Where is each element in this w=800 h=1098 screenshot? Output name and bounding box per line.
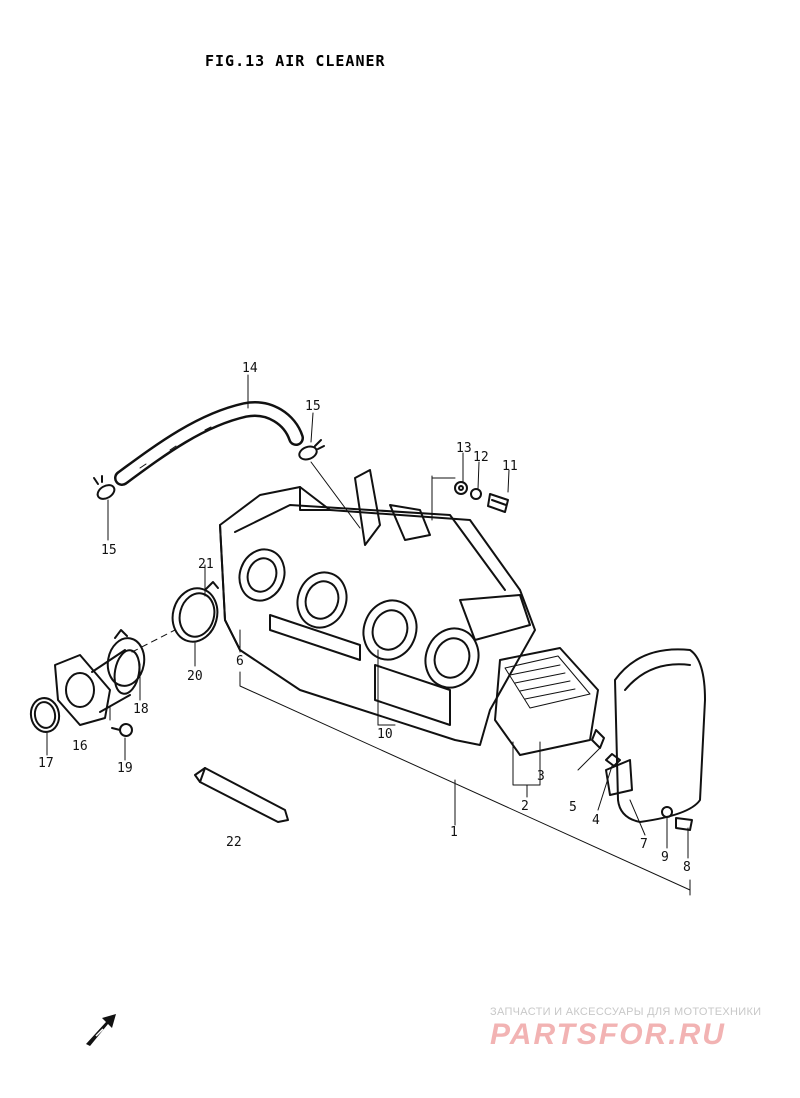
- callout-9: 9: [661, 850, 669, 865]
- callout-3: 3: [537, 769, 545, 784]
- callout-12: 12: [473, 450, 489, 465]
- screw-5: [591, 729, 605, 749]
- figure-title: FIG.13 AIR CLEANER: [205, 52, 386, 70]
- intake-rubber-4: [424, 627, 480, 689]
- callout-labels: 14 15 15 13 12 11 21 20 6 18 16 17 19 10…: [38, 361, 691, 875]
- callout-11: 11: [502, 459, 518, 474]
- watermark-brand: PARTSFOR.RU: [490, 1018, 726, 1051]
- clamp-20: [171, 581, 219, 643]
- clip-4: [605, 753, 621, 767]
- breather-hose: [114, 401, 304, 486]
- intake-pipe-16: [54, 649, 141, 726]
- callout-13: 13: [456, 441, 472, 456]
- callout-10: 10: [377, 727, 393, 742]
- washer-9: [661, 806, 673, 818]
- o-ring-17: [29, 697, 61, 733]
- callout-19: 19: [117, 761, 133, 776]
- intake-rubber-2: [296, 571, 348, 629]
- filter-element: [494, 647, 599, 756]
- callout-4: 4: [592, 813, 600, 828]
- washer-12: [470, 488, 482, 500]
- callout-2: 2: [521, 799, 529, 814]
- intake-rubber-3: [362, 599, 418, 661]
- bolt-8: [675, 817, 693, 831]
- hose-clamp-left: [93, 475, 116, 500]
- strap-22: [194, 767, 289, 823]
- callout-22: 22: [226, 835, 242, 850]
- hose-clamp-right: [298, 439, 325, 461]
- callout-20: 20: [187, 669, 203, 684]
- front-direction-arrow-icon: [86, 1014, 116, 1046]
- callout-8: 8: [683, 860, 691, 875]
- clamp-18: [106, 629, 146, 687]
- watermark-tagline: ЗАПЧАСТИ И АКСЕССУАРЫ ДЛЯ МОТОТЕХНИКИ: [490, 1006, 762, 1018]
- callout-6: 6: [236, 654, 244, 669]
- callout-14: 14: [242, 361, 258, 376]
- leader-lines: [46, 374, 691, 896]
- callout-16: 16: [72, 739, 88, 754]
- callout-15a: 15: [305, 399, 321, 414]
- bolt-11: [487, 493, 509, 513]
- callout-17: 17: [38, 756, 54, 771]
- callout-21: 21: [198, 557, 214, 572]
- intake-rubber-1: [238, 548, 286, 602]
- screw-19: [111, 723, 133, 737]
- callout-15b: 15: [101, 543, 117, 558]
- callout-7: 7: [640, 837, 648, 852]
- washer-13: [454, 481, 468, 495]
- callout-1: 1: [450, 825, 458, 840]
- callout-5: 5: [569, 800, 577, 815]
- callout-18: 18: [133, 702, 149, 717]
- air-cleaner-case: [219, 469, 536, 746]
- air-cleaner-cover: [605, 648, 706, 823]
